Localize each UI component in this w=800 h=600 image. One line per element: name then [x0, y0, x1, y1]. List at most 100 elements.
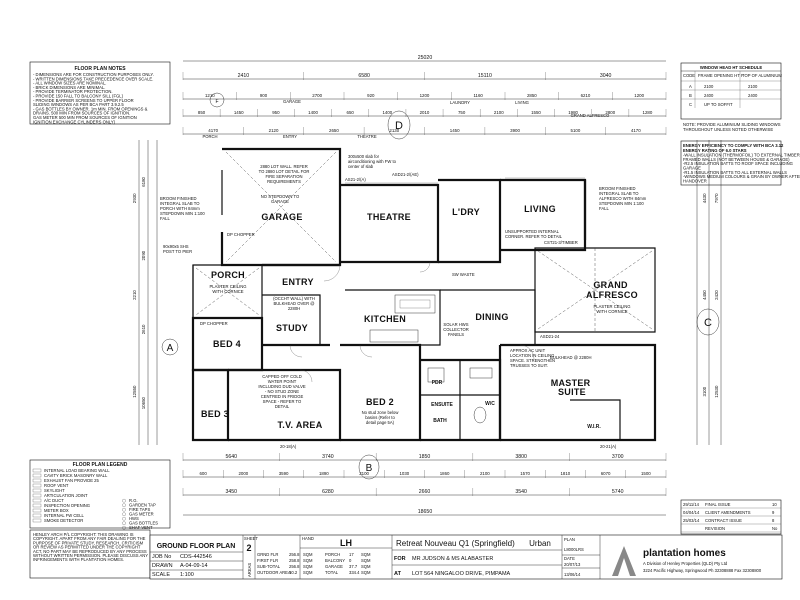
dim-value: 2420: [714, 290, 719, 300]
brand-name: plantation homes: [643, 548, 726, 559]
annotation-line: 2280H: [288, 306, 300, 311]
area-unit: SQM: [303, 564, 313, 569]
notes-lines: - DIMENSIONS ARE FOR CONSTRUCTION PURPOS…: [33, 72, 154, 124]
dim-value: 3800: [515, 454, 527, 460]
dim-value: 1500: [641, 471, 651, 476]
annotation-line: INTEGRAL SLAB TO: [599, 191, 639, 196]
area-value: 17: [349, 552, 354, 557]
drawing-title: GROUND FLOOR PLAN: [157, 543, 236, 550]
area-unit: SQM: [303, 570, 313, 575]
note-line: - DIMENSIONS ARE FOR CONSTRUCTION PURPOS…: [33, 72, 154, 77]
dim-value: 1280: [643, 110, 653, 115]
ws-cell: 2100: [748, 84, 758, 89]
annotation-line: SOLAR HWS: [443, 322, 468, 327]
svg-text:F: F: [215, 99, 218, 105]
dim-value: 1980: [568, 110, 578, 115]
hand-label: HAND: [302, 536, 314, 541]
legend-right-item: R.G.: [129, 498, 138, 503]
area-value: 37.7: [349, 564, 358, 569]
dim-value: 3450: [226, 489, 238, 495]
energy-line: HANDOVER: [683, 178, 707, 183]
annotation-line: FIRE SEPARATION: [265, 174, 302, 179]
legend-right-item: SHAF VENT: [129, 525, 153, 530]
annotation-line: WITH CORNICE: [212, 289, 243, 294]
area-value: 0: [349, 558, 352, 563]
floor-plan-legend: FLOOR PLAN LEGEND INTERNAL LOAD BEARING …: [29, 459, 171, 530]
note-line: - GAS BOTTLES BY OWNER. 1m MIN. FROM OPE…: [33, 106, 148, 111]
job-number: CDS-442546: [180, 554, 212, 560]
legend-right-item: GAS METER: [129, 512, 154, 517]
dim-value: 1450: [234, 110, 244, 115]
area-label: SUB-TOTAL: [257, 564, 281, 569]
dim-value: 2930: [132, 193, 137, 203]
legend-item: EXHAUST FAN PROVIDE 25: [44, 478, 100, 483]
annotation-line: PANELS: [448, 332, 464, 337]
dim-room-label: GRAND ALFRESCO: [571, 113, 610, 118]
room-master-suite: MASTER SUITE: [551, 378, 594, 397]
dim-value: 1160: [473, 93, 483, 98]
note-line: - ALL WINDOW SIZES ARE NOMINAL.: [33, 81, 106, 86]
dim-value: 2210: [132, 290, 137, 300]
energy-line: -WALL INSULATION (THERMOFOIL) TO EXTERNA…: [683, 153, 800, 158]
annotation-line: BULKHEAD OVER @: [273, 301, 314, 306]
area-unit: SQM: [361, 570, 371, 575]
dim-value: 1850: [419, 454, 431, 460]
note-line: - PROVIDE 150 FALL TO BALCONY SILL (FGL): [33, 94, 124, 99]
dim-value: 650: [347, 110, 355, 115]
energy-line: -WINDOWS MEDIUM COLOURS & GRAIN BY OWNER…: [683, 174, 800, 179]
svg-text:A: A: [167, 343, 174, 354]
dim-value: 6210: [581, 93, 591, 98]
revision-date: 29/11/14: [683, 502, 700, 507]
dim-value: 1030: [399, 471, 409, 476]
copyright-line: COPYRIGHT. APART FROM ANY FAIR DEALING F…: [33, 536, 146, 541]
energy-line: GARAGE: [683, 166, 701, 171]
scale-label: SCALE: [152, 572, 170, 578]
svg-text:D: D: [395, 120, 403, 132]
dim-value: 1890: [319, 471, 329, 476]
annotation-line: PORCH WITH 84mm: [160, 206, 200, 211]
annotation-line: POST TO PIER: [163, 249, 192, 254]
dim-value: 2100: [494, 110, 504, 115]
revision-desc: FINAL ISSUE: [705, 502, 731, 507]
room-laundry: L'DRY: [452, 207, 480, 217]
drawn-label: DRAWN: [152, 563, 173, 569]
grid-bubble-f: F: [209, 92, 225, 108]
area-unit: SQM: [361, 558, 371, 563]
dim-value: 15110: [478, 73, 492, 79]
room-wc: W/C: [485, 401, 495, 407]
copyright-line: WITHOUT WRITTEN PERMISSION. PLEASE DISCU…: [33, 553, 148, 558]
annotation-line: NO STEPDOWN TO: [261, 194, 300, 199]
area-value: 334.4: [349, 570, 360, 575]
area-unit: SQM: [303, 558, 313, 563]
area-value: 256.8: [289, 552, 300, 557]
area-value: 258.8: [289, 558, 300, 563]
date-label: DATE: [564, 556, 575, 561]
annotation-line: ALFRESCO WITH 84mm: [599, 196, 647, 201]
lintel-d: ASD21-24: [540, 334, 560, 339]
area-label: OUTDOOR AREA: [257, 570, 291, 575]
area-value: 30.2: [289, 570, 298, 575]
area-label: GARAGE: [325, 564, 343, 569]
annotation-line: 2880 LOT WALL. REFER: [260, 164, 307, 169]
dim-value: 7970: [714, 193, 719, 203]
annotation-line: INCLUDING DUD VALVE: [258, 384, 306, 389]
energy-line: -R1.5 INSULATION BATTS TO ALL EXTERNAL W…: [683, 170, 787, 175]
copyright-line: OR REVIEW AS PERMITTED UNDER THE COPYRIG…: [33, 545, 141, 550]
dim-value: 1210: [205, 93, 215, 98]
room-tv-area: T.V. AREA: [277, 420, 322, 430]
annotation-line: No stud zone below: [362, 410, 400, 415]
room-entry: ENTRY: [282, 277, 314, 287]
ws-cell: 2400: [748, 93, 758, 98]
note-line: DRAINS. 500 MIN FROM SOURCES OF IGNITION…: [33, 111, 130, 116]
annotation-line: (OCCHT WALL) WITH: [273, 296, 315, 301]
floor-plan-notes: FLOOR PLAN NOTES - DIMENSIONS ARE FOR CO…: [29, 61, 171, 124]
client-name: MR JUDSON & MS ALABASTER: [412, 556, 493, 562]
